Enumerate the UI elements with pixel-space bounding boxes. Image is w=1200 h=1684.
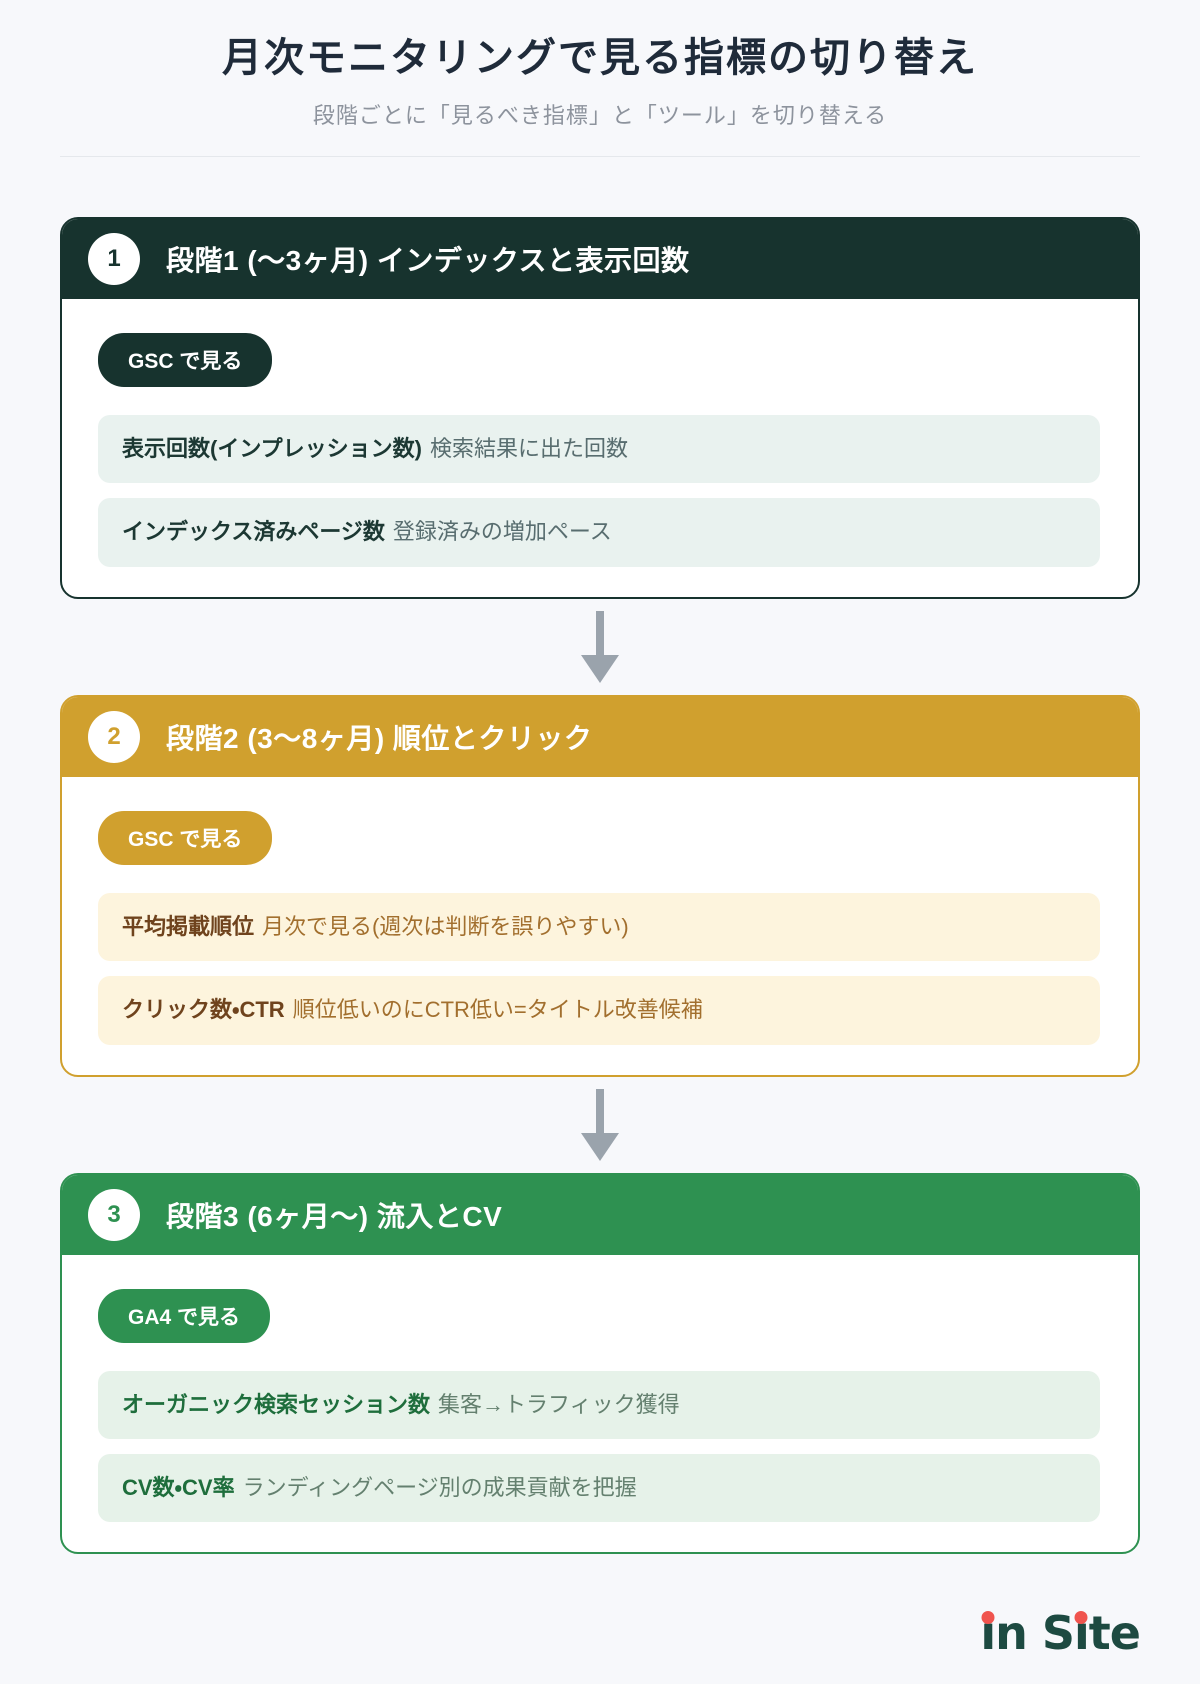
metric-name: 平均掲載順位 — [122, 913, 255, 939]
down-arrow-stem — [596, 610, 604, 655]
stage-card-2: 2 段階2 (3〜8ヶ月) 順位とクリック GSC で見る 平均掲載順位月次で見… — [60, 694, 1140, 1077]
stage-2-body: GSC で見る 平均掲載順位月次で見る(週次は判断を誤りやすい) クリック数・C… — [62, 777, 1138, 1075]
stage-1-number-badge: 1 — [88, 233, 140, 285]
metric-desc: 登録済みの増加ペース — [392, 519, 612, 545]
stage-1-body: GSC で見る 表示回数(インプレッション数) 検索結果に出た回数 インデックス済… — [62, 299, 1138, 597]
page-subtitle: 段階ごとに「見るべき指標」と「ツール」を切り替える — [312, 103, 888, 128]
metric-row: オーガニック検索セッション数集客→トラフィック獲得 — [98, 1370, 1100, 1439]
logo-letter-i: ı — [980, 1606, 996, 1661]
down-arrow-stem — [596, 1088, 604, 1133]
logo-letter-i: ı — [1074, 1606, 1090, 1661]
header-divider — [60, 156, 1140, 157]
stage-2-header: 2 段階2 (3〜8ヶ月) 順位とクリック — [62, 696, 1138, 777]
metric-desc: 検索結果に出た回数 — [430, 436, 629, 461]
stage-3-body: GA4 で見る オーガニック検索セッション数集客→トラフィック獲得 CV数・CV… — [62, 1255, 1138, 1553]
metric-name: オーガニック検索セッション数 — [122, 1391, 431, 1417]
stage-1-title: 段階1 (〜3ヶ月) インデックスと表示回数 — [166, 245, 690, 276]
stage-2-title: 段階2 (3〜8ヶ月) 順位とクリック — [166, 722, 593, 754]
down-arrow-head — [581, 1132, 619, 1161]
metric-desc: 月次で見る(週次は判断を誤りやすい) — [262, 913, 629, 939]
page-title: 月次モニタリングで見る指標の切り替え — [222, 36, 978, 80]
metric-name: インデックス済みページ数 — [122, 519, 385, 545]
stage-3-tool-badge: GA4 で見る — [98, 1288, 271, 1343]
metric-name: クリック数・CTR — [122, 997, 285, 1023]
down-arrow-icon — [60, 1077, 1140, 1173]
stage-1-tool-badge: GSC で見る — [98, 333, 273, 387]
down-arrow-head — [581, 654, 619, 683]
stage-2-tool-badge: GSC で見る — [98, 810, 273, 865]
metric-row: 表示回数(インプレッション数) 検索結果に出た回数 — [98, 415, 1100, 484]
stage-2-number-badge: 2 — [88, 710, 140, 763]
down-arrow-icon — [60, 599, 1140, 695]
page-header: 月次モニタリングで見る指標の切り替え 段階ごとに「見るべき指標」と「ツール」を切… — [0, 0, 1200, 157]
stage-1-header: 1 段階1 (〜3ヶ月) インデックスと表示回数 — [62, 219, 1138, 299]
metric-row: インデックス済みページ数登録済みの増加ペース — [98, 498, 1100, 567]
metric-desc: ランディングページ別の成果貢献を把握 — [242, 1474, 637, 1500]
logo-i-dot — [1074, 1611, 1088, 1625]
stage-card-3: 3 段階3 (6ヶ月〜) 流入とCV GA4 で見る オーガニック検索セッション… — [60, 1172, 1140, 1555]
stage-3-header: 3 段階3 (6ヶ月〜) 流入とCV — [62, 1174, 1138, 1255]
metric-desc: 順位低いのにCTR低い=タイトル改善候補 — [292, 997, 703, 1023]
metric-desc: 集客→トラフィック獲得 — [438, 1391, 680, 1417]
stage-3-number-badge: 3 — [88, 1188, 140, 1241]
stage-card-1: 1 段階1 (〜3ヶ月) インデックスと表示回数 GSC で見る 表示回数(イン… — [60, 217, 1140, 599]
logo-i-dot — [981, 1611, 995, 1625]
metric-row: 平均掲載順位月次で見る(週次は判断を誤りやすい) — [98, 892, 1100, 962]
metric-row: CV数・CV率ランディングページ別の成果貢献を把握 — [98, 1453, 1100, 1523]
metric-row: クリック数・CTR 順位低いのにCTR低い=タイトル改善候補 — [98, 976, 1100, 1045]
stage-stack: 1 段階1 (〜3ヶ月) インデックスと表示回数 GSC で見る 表示回数(イン… — [60, 157, 1140, 1555]
stage-3-title: 段階3 (6ヶ月〜) 流入とCV — [166, 1200, 503, 1232]
metric-name: 表示回数(インプレッション数) — [122, 436, 422, 461]
metric-name: CV数・CV率 — [122, 1474, 235, 1500]
